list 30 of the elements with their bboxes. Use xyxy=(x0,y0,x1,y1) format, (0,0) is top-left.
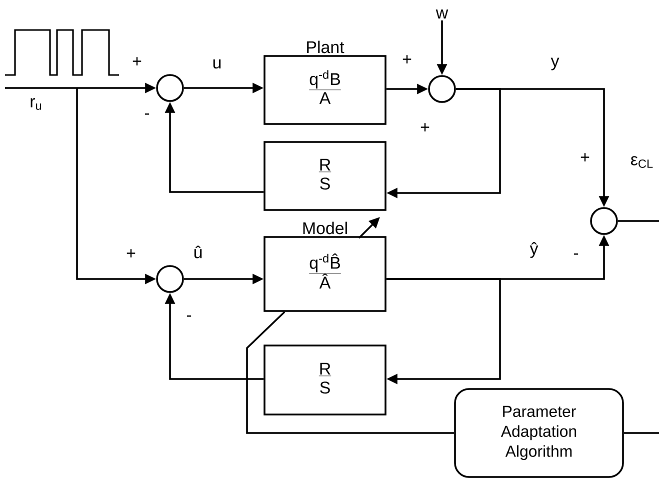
summing-junction xyxy=(590,207,618,235)
signal-label: û xyxy=(194,246,202,258)
sign-label: + xyxy=(580,153,590,162)
connector xyxy=(624,432,659,434)
connector xyxy=(618,220,659,222)
signal-label: w xyxy=(436,10,448,18)
sign-label: + xyxy=(132,57,142,66)
sign-label: + xyxy=(126,249,136,258)
sign-label: - xyxy=(144,113,150,115)
summing-junction xyxy=(156,74,184,102)
algorithm-box: Parameter Adaptation Algorithm xyxy=(454,388,624,478)
connector xyxy=(246,311,454,434)
sign-label: - xyxy=(574,253,578,255)
connector xyxy=(386,278,501,384)
block-heading: Plant xyxy=(307,40,344,54)
summing-junction xyxy=(428,75,456,103)
sign-label: + xyxy=(420,123,430,132)
sign-label: - xyxy=(186,315,192,317)
sign-label: ε$_{CL}$ xyxy=(630,156,653,168)
signal-label: y xyxy=(550,58,560,70)
transfer-function-box: R S xyxy=(264,141,386,211)
transfer-function-box: q$^{-d}$B A xyxy=(264,55,386,125)
transfer-function-box: R S xyxy=(264,344,386,416)
transfer-function-box: q$^{-d}$B̂ Â xyxy=(264,236,386,312)
sign-label: + xyxy=(402,55,412,64)
summing-junction xyxy=(156,265,184,293)
sign-label: r$_{u}$ xyxy=(30,98,42,110)
signal-label: ŷ xyxy=(530,242,538,258)
signal-label: u xyxy=(213,59,221,69)
block-heading: Model xyxy=(303,222,347,234)
